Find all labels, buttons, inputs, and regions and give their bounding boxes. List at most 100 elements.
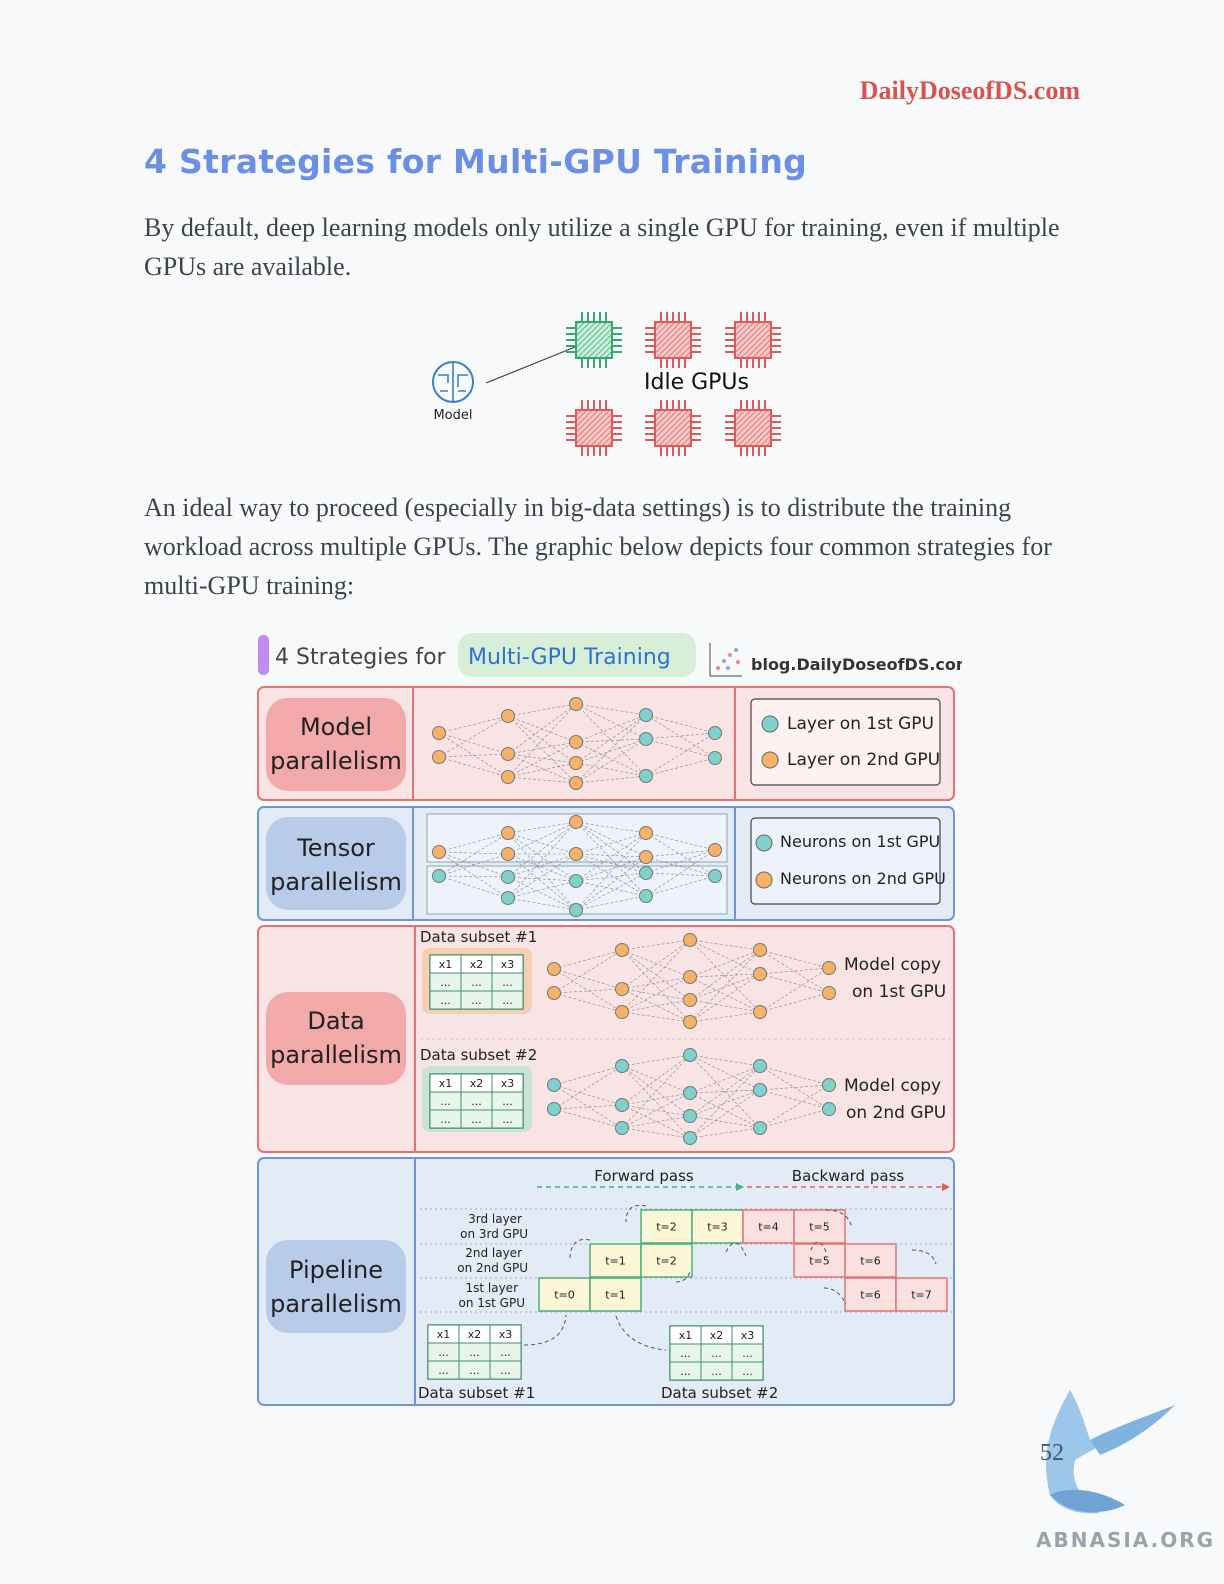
neuron-node — [683, 1086, 697, 1100]
neuron-node — [615, 982, 629, 996]
neuron-node — [753, 1059, 767, 1073]
scatter-logo-icon — [709, 643, 742, 677]
neuron-node — [683, 1109, 697, 1123]
layer3-line2: on 3rd GPU — [460, 1227, 528, 1241]
neuron-node — [683, 970, 697, 984]
header-highlight — [458, 633, 696, 677]
blog-url: blog.DailyDoseofDS.com — [751, 655, 962, 674]
neuron-node — [753, 1005, 767, 1019]
strategies-figure: 4 Strategies for Multi-GPU Training blog… — [257, 633, 962, 1406]
copy2-line1: Model copy — [844, 1076, 941, 1096]
neuron-node — [615, 1121, 629, 1135]
pipeline-cell-label: t=1 — [605, 1255, 626, 1268]
header-pre: 4 Strategies for — [275, 645, 447, 670]
pipeline-cell-label: t=1 — [605, 1289, 626, 1302]
table-cell: ... — [440, 976, 451, 989]
neuron-node — [708, 869, 722, 883]
neuron-node — [432, 750, 446, 764]
neuron-node — [547, 986, 561, 1000]
brain-icon — [432, 361, 474, 403]
neuron-node — [569, 874, 583, 888]
table-cell: ... — [500, 1346, 511, 1359]
neuron-node — [569, 697, 583, 711]
table-cell: ... — [440, 1095, 451, 1108]
watermark: ABNASIA.ORG — [1036, 1528, 1216, 1552]
active-gpu-icon — [566, 312, 622, 368]
layer3-line1: 3rd layer — [468, 1212, 522, 1226]
tensor-legend-2: Neurons on 2nd GPU — [780, 869, 946, 888]
idle-gpu-icon — [566, 400, 622, 456]
idle-gpu-icon — [645, 312, 701, 368]
neuron-node — [547, 1078, 561, 1092]
neuron-node — [432, 845, 446, 859]
neuron-node — [615, 1098, 629, 1112]
pipeline-label-2: parallelism — [270, 1290, 402, 1318]
pipeline-cell — [793, 1243, 846, 1278]
table-cell: x1 — [679, 1329, 693, 1342]
pipeline-cell — [640, 1243, 693, 1278]
neuron-node — [683, 1131, 697, 1145]
idle-gpus-label: Idle GPUs — [644, 370, 749, 395]
pipeline-cell — [589, 1243, 642, 1278]
pipeline-parallelism-panel: Pipeline parallelism Forward pass Backwa… — [257, 1157, 955, 1406]
pipeline-cell — [742, 1209, 795, 1244]
table-cell: x3 — [499, 1328, 513, 1341]
neuron-node — [569, 776, 583, 790]
header-highlight-text: Multi-GPU Training — [468, 645, 671, 670]
pipeline-cell-label: t=7 — [911, 1289, 932, 1302]
neuron-node — [639, 769, 653, 783]
neuron-node — [753, 1121, 767, 1135]
pipeline-flow-arrows — [523, 1204, 937, 1351]
table-cell: ... — [502, 976, 513, 989]
table-cell: x2 — [710, 1329, 724, 1342]
tensor-label-2: parallelism — [270, 868, 402, 896]
tensor-legend-1: Neurons on 1st GPU — [780, 832, 940, 851]
neuron-node — [683, 933, 697, 947]
pipeline-cell-label: t=0 — [554, 1289, 575, 1302]
neuron-node — [708, 726, 722, 740]
idle-gpus-figure: Model Idle GPUs — [432, 312, 781, 456]
table-cell: ... — [500, 1364, 511, 1377]
idle-gpu-icon — [645, 400, 701, 456]
neuron-node — [547, 1102, 561, 1116]
site-name: DailyDoseofDS.com — [859, 76, 1080, 105]
table-cell: x1 — [439, 1077, 453, 1090]
pipeline-cell — [844, 1243, 897, 1278]
pipeline-cell-label: t=6 — [860, 1255, 881, 1268]
pipeline-cell — [844, 1277, 897, 1312]
neuron-node — [569, 903, 583, 917]
neuron-node — [822, 986, 836, 1000]
neuron-node — [432, 726, 446, 740]
neuron-node — [753, 943, 767, 957]
pipe-subset-2: Data subset #2 — [661, 1384, 778, 1402]
table-cell: ... — [440, 1113, 451, 1126]
forward-label: Forward pass — [594, 1167, 694, 1185]
table-cell: x2 — [470, 1077, 484, 1090]
layer1-line1: 1st layer — [465, 1281, 518, 1295]
neuron-node — [708, 843, 722, 857]
neuron-node — [639, 889, 653, 903]
model-label-1: Model — [300, 713, 372, 741]
neuron-node — [569, 756, 583, 770]
neuron-node — [753, 1083, 767, 1097]
table-cell: ... — [742, 1365, 753, 1378]
backward-label: Backward pass — [792, 1167, 905, 1185]
tensor-parallelism-panel: Tensor parallelism Neurons on 1st GPU Ne… — [257, 806, 955, 921]
bird-logo-icon — [1046, 1390, 1175, 1514]
table-cell: ... — [469, 1364, 480, 1377]
table-cell: ... — [502, 1113, 513, 1126]
arrow-to-gpu — [485, 340, 591, 384]
neuron-node — [501, 891, 515, 905]
table-cell: ... — [438, 1346, 449, 1359]
pipeline-cell — [589, 1277, 642, 1312]
neuron-node — [569, 847, 583, 861]
model-label-2: parallelism — [270, 747, 402, 775]
neuron-node — [683, 993, 697, 1007]
neuron-node — [569, 735, 583, 749]
table-cell: ... — [471, 994, 482, 1007]
neuron-node — [683, 1048, 697, 1062]
idle-gpu-icon — [725, 400, 781, 456]
layer2-line1: 2nd layer — [465, 1246, 522, 1260]
pipeline-cell-label: t=4 — [758, 1221, 779, 1234]
neuron-node — [822, 1102, 836, 1116]
